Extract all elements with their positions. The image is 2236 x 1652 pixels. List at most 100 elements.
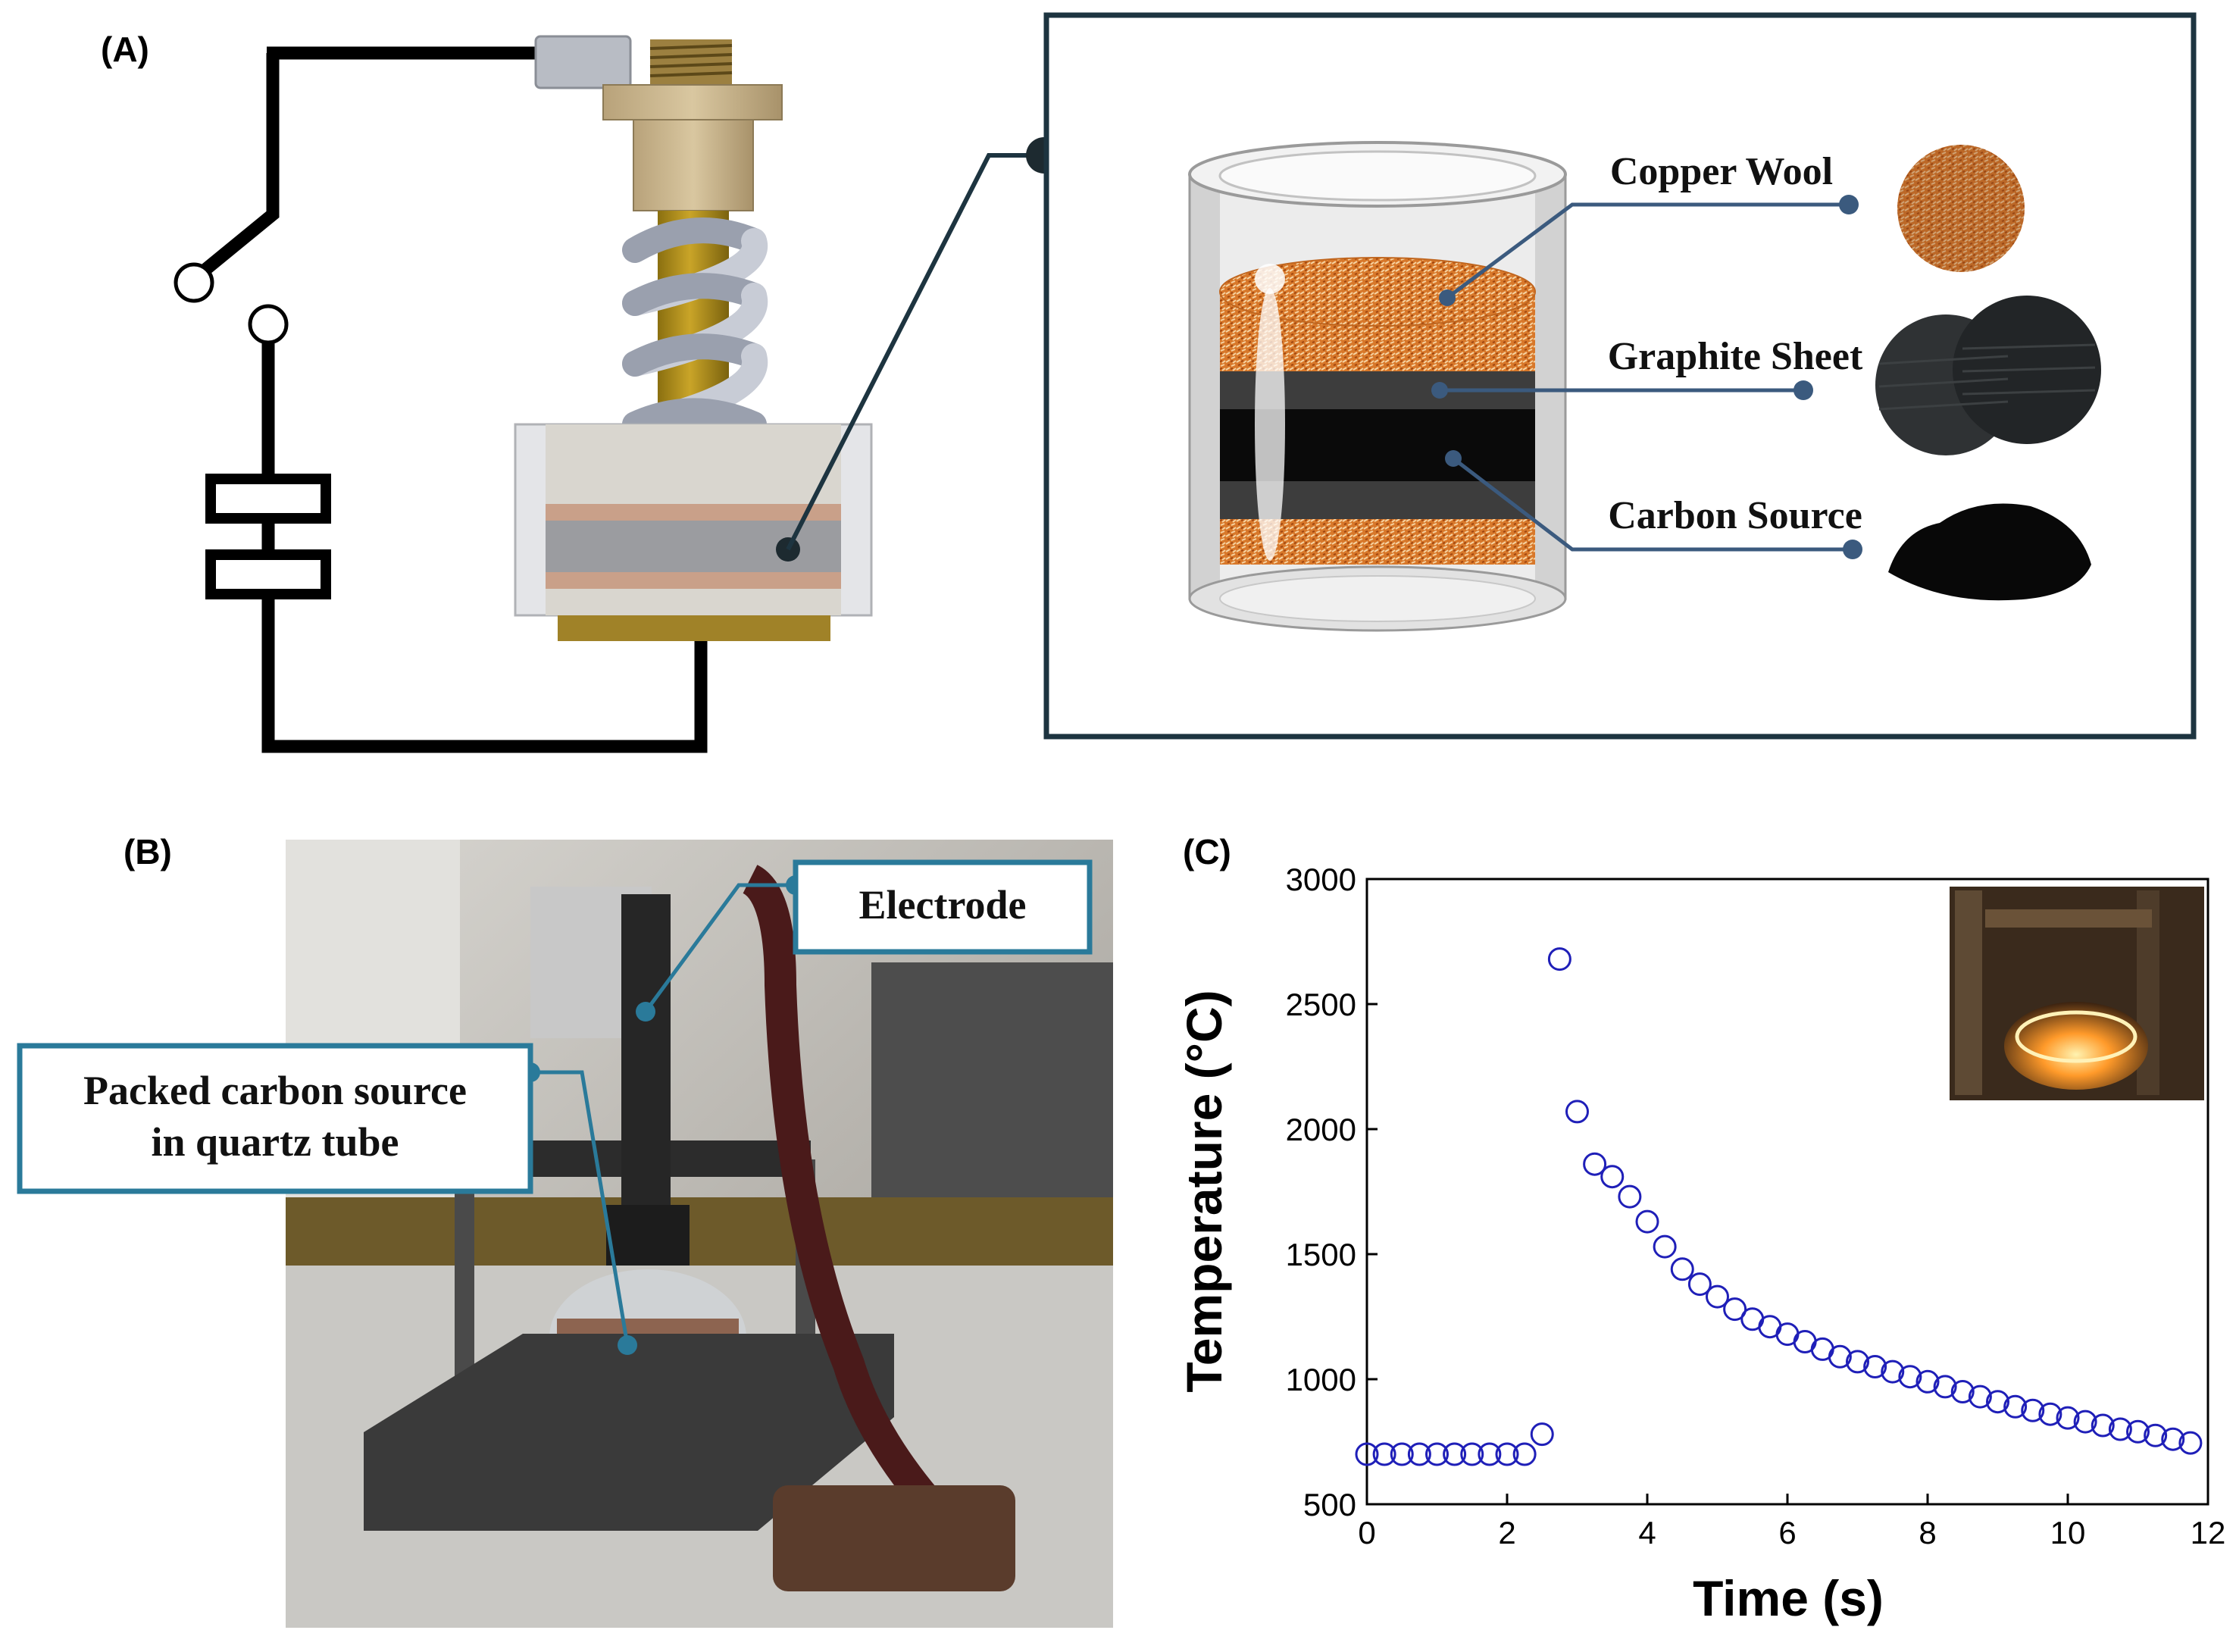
- callout-packed-line1: Packed carbon source: [83, 1068, 467, 1113]
- switch-contact-lower: [248, 304, 289, 345]
- flash-photo-frame-left: [1955, 890, 1982, 1095]
- data-point: [2073, 1410, 2097, 1434]
- capacitor-plate-upper: [205, 474, 331, 524]
- data-point: [1530, 1422, 1554, 1447]
- sample-copper-top: [546, 504, 841, 521]
- data-point: [1898, 1365, 1922, 1389]
- x-tick-label: 4: [1638, 1515, 1656, 1550]
- leader-packed-carbon: [530, 1070, 630, 1346]
- data-point: [1372, 1442, 1396, 1466]
- data-point: [2108, 1417, 2132, 1441]
- cable-connector: [534, 35, 632, 89]
- flash-photo-inset: [1950, 887, 2204, 1100]
- zoom-leader-line: [786, 153, 1044, 551]
- panel-label-a: (A): [101, 30, 149, 69]
- sample-copper-bottom: [546, 572, 841, 589]
- cylinder-bottom-inner: [1219, 575, 1536, 622]
- spring: [622, 217, 768, 437]
- data-point: [1653, 1234, 1677, 1259]
- data-point: [1968, 1384, 1992, 1409]
- data-point: [2003, 1394, 2028, 1419]
- data-point: [2038, 1402, 2062, 1426]
- data-point: [1407, 1442, 1431, 1466]
- circuit-wire-bottom: [261, 594, 708, 753]
- y-tick-label: 500: [1303, 1487, 1356, 1522]
- data-point: [1443, 1442, 1467, 1466]
- copper-wool-photo: [1897, 145, 2025, 272]
- data-point: [1706, 1284, 1729, 1309]
- y-tick-label: 2000: [1286, 1112, 1356, 1147]
- capacitor-plate-lower: [205, 549, 331, 599]
- photo-spring: [606, 1205, 690, 1266]
- data-point: [1881, 1359, 1905, 1384]
- x-tick-label: 10: [2050, 1515, 2086, 1550]
- leader-copper-wool: [1446, 202, 1849, 300]
- electrode-apparatus: [514, 35, 1062, 641]
- callout-box-packed: [17, 1043, 533, 1194]
- leader-carbon-source: [1452, 457, 1853, 552]
- label-copper-wool: Copper Wool: [1610, 150, 1833, 193]
- data-point: [1723, 1297, 1747, 1322]
- data-point: [1618, 1184, 1642, 1209]
- data-point: [1583, 1152, 1607, 1176]
- callout-box-electrode: [793, 859, 1093, 955]
- photo-clamp: [773, 1485, 1015, 1591]
- data-point: [1547, 947, 1571, 971]
- y-tick-label: 2500: [1286, 987, 1356, 1022]
- flash-photo-top-bar: [1985, 909, 2152, 928]
- panel-label-b: (B): [124, 832, 172, 871]
- electrode-body-upper: [633, 119, 754, 211]
- callout-packed-line2: in quartz tube: [151, 1119, 399, 1165]
- leader-electrode-dot: [636, 1002, 655, 1022]
- data-point: [1565, 1100, 1589, 1124]
- y-tick-label: 3000: [1286, 862, 1356, 897]
- data-point: [1687, 1272, 1712, 1297]
- data-point: [1915, 1369, 1940, 1394]
- zoomed-sample-cylinder: [1188, 141, 1567, 632]
- data-point: [2126, 1419, 2150, 1444]
- flash-ring: [2015, 1010, 2137, 1063]
- data-point: [1828, 1344, 1852, 1369]
- data-point: [1478, 1442, 1502, 1466]
- data-point: [1512, 1442, 1537, 1466]
- thread-lines: [649, 44, 733, 77]
- data-point: [1460, 1442, 1484, 1466]
- data-point: [2021, 1398, 2045, 1422]
- data-point: [2161, 1427, 2185, 1451]
- chart-xlabel: Time (s): [1693, 1570, 1884, 1626]
- x-tick-label: 2: [1498, 1515, 1515, 1550]
- inset-leader-dots: [1431, 195, 1862, 559]
- y-tick-label: 1000: [1286, 1362, 1356, 1397]
- circuit-schematic: [174, 46, 708, 753]
- data-point: [2144, 1423, 2168, 1447]
- data-point: [1495, 1442, 1519, 1466]
- x-tick-label: 12: [2191, 1515, 2226, 1550]
- leader-electrode: [643, 883, 796, 1013]
- data-point: [1670, 1257, 1694, 1281]
- photo-shelf: [286, 1197, 1113, 1266]
- layer-copper-top-face: [1219, 257, 1536, 327]
- data-point: [1600, 1165, 1625, 1189]
- data-point: [1846, 1350, 1869, 1374]
- data-point: [1390, 1442, 1414, 1466]
- callout-electrode: Electrode: [859, 882, 1027, 928]
- data-point: [1355, 1442, 1379, 1466]
- graphite-sheet-photo: [1875, 296, 2101, 455]
- carbon-source-photo: [1888, 503, 2091, 601]
- photo-base-plate: [364, 1334, 894, 1531]
- label-graphite-sheet: Graphite Sheet: [1608, 335, 1863, 378]
- x-tick-label: 0: [1358, 1515, 1375, 1550]
- photo-rod-left: [455, 1175, 474, 1402]
- photo-cable: [741, 865, 952, 1527]
- data-point: [1425, 1442, 1449, 1466]
- data-point: [2056, 1406, 2080, 1430]
- panel-label-c: (C): [1183, 832, 1231, 871]
- inset-leaders: [1440, 202, 1853, 552]
- data-point: [1933, 1375, 1957, 1399]
- data-point: [1863, 1355, 1887, 1378]
- electrode-base: [558, 615, 830, 641]
- electrode-flange: [602, 84, 783, 120]
- data-point: [1950, 1380, 1975, 1403]
